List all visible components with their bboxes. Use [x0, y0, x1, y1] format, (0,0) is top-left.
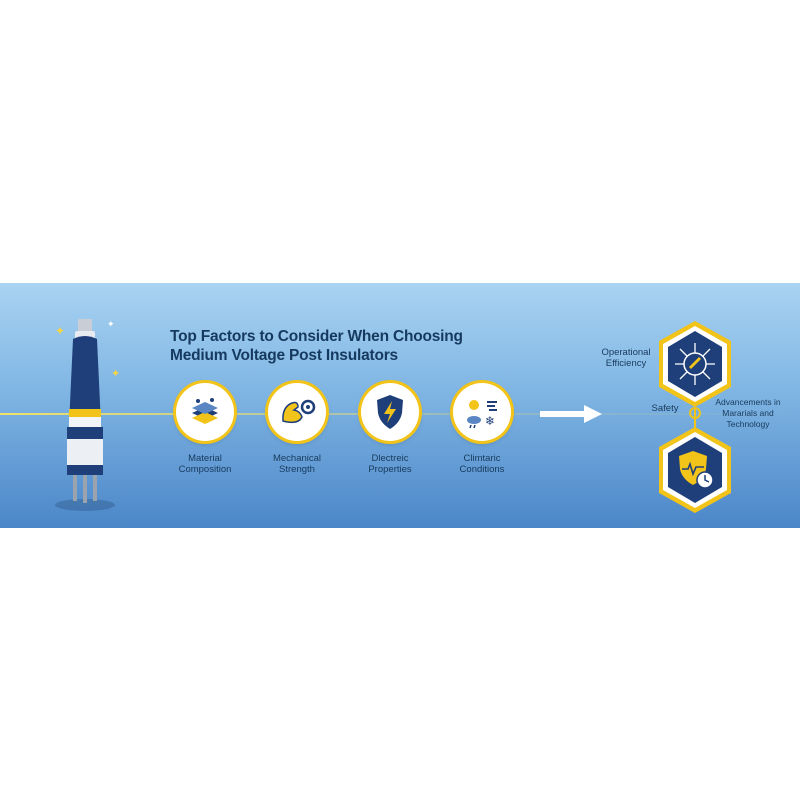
factor-label: Strength	[279, 464, 315, 475]
factor-label: Dlectreic	[371, 453, 409, 464]
weather-icon: ❄	[453, 383, 511, 441]
infographic-banner: ✦ ✦ ✦ Top Factors to Consider When Choos…	[0, 283, 800, 528]
flexed-arm-icon	[268, 383, 326, 441]
factor-dielectric-properties: Dlectreic Properties	[345, 383, 435, 475]
title-line-2: Medium Voltage Post Insulators	[170, 347, 398, 364]
safety-shield-icon	[659, 427, 731, 513]
factor-label: Climtaric	[463, 453, 501, 464]
factor-label: Mechanical	[272, 453, 322, 464]
outcome-label: Operational	[601, 347, 651, 358]
hex-connector	[694, 409, 696, 431]
svg-text:✦: ✦	[55, 324, 65, 338]
outcome-label: Mararials and	[722, 408, 774, 418]
arrow-right-icon	[540, 405, 602, 423]
layers-icon	[176, 383, 234, 441]
outcome-label: Technology	[726, 419, 770, 429]
svg-text:❄: ❄	[485, 414, 495, 428]
outcome-operational-efficiency: Operational Efficiency	[590, 347, 662, 369]
factor-mechanical-strength: Mechanical Strength	[252, 383, 342, 475]
outcome-label: Advancements in	[715, 397, 781, 407]
page-title: Top Factors to Consider When Choosing Me…	[170, 327, 500, 365]
svg-text:✦: ✦	[111, 368, 120, 380]
title-line-1: Top Factors to Consider When Choosing	[170, 328, 463, 345]
svg-text:✦: ✦	[107, 319, 115, 329]
circuit-brain-icon	[659, 321, 731, 407]
lightning-shield-icon	[361, 383, 419, 441]
factor-climatic-conditions: ❄ Climtaric Conditions	[437, 383, 527, 475]
factor-label: Properties	[368, 464, 412, 475]
factor-material-composition: Material Composition	[160, 383, 250, 475]
hex-connector-node	[689, 407, 701, 419]
post-insulator-illustration: ✦ ✦ ✦	[55, 319, 120, 511]
outcome-safety: Safety	[651, 403, 679, 414]
factor-label: Conditions	[459, 464, 505, 475]
factor-label: Composition	[178, 464, 232, 475]
outcome-label: Efficiency	[605, 358, 647, 369]
outcome-advancements: Advancements in Mararials and Technology	[708, 397, 788, 430]
factor-label: Material	[188, 453, 222, 464]
